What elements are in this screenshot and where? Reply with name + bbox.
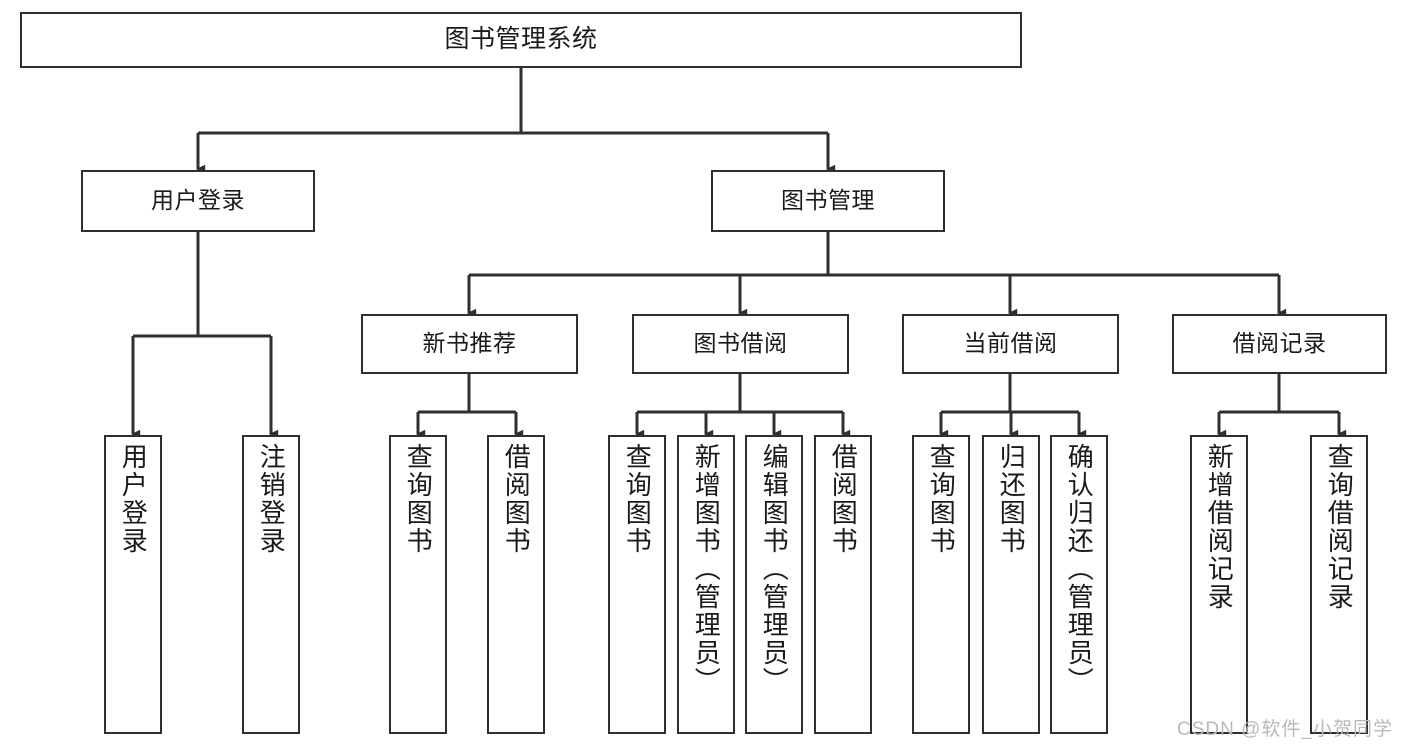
node-new-book-recommend[interactable]: 新书推荐 [361,314,578,374]
leaf-edit-book-admin[interactable]: 编辑图书（管理员） [745,435,803,734]
edge-current-to-leaves [938,374,1087,439]
node-book-management-system[interactable]: 图书管理系统 [20,12,1022,68]
watermark-text: CSDN @软件_小贺同学 [1177,719,1393,740]
leaf-query-borrow-record[interactable]: 查询借阅记录 [1310,435,1368,734]
leaf-confirm-return-admin-label: 确认归还（管理员） [1064,443,1095,695]
node-borrow-record-label: 借阅记录 [1232,330,1327,357]
leaf-add-book-admin[interactable]: 新增图书（管理员） [677,435,735,734]
node-current-borrow[interactable]: 当前借阅 [902,314,1119,374]
leaf-query-book-borrow[interactable]: 查询图书 [608,435,666,734]
node-book-management-system-label: 图书管理系统 [444,25,598,54]
edge-root-to-level2 [195,68,836,174]
leaf-borrow-book[interactable]: 借阅图书 [814,435,872,734]
leaf-add-borrow-record-label: 新增借阅记录 [1204,443,1235,611]
leaf-add-borrow-record[interactable]: 新增借阅记录 [1190,435,1248,734]
leaf-logout[interactable]: 注销登录 [242,435,300,734]
edge-record-to-leaves [1216,374,1347,439]
leaf-confirm-return-admin[interactable]: 确认归还（管理员） [1050,435,1108,734]
leaf-return-book-label: 归还图书 [996,443,1027,555]
node-user-login-label: 用户登录 [151,187,245,214]
node-book-management[interactable]: 图书管理 [711,170,945,232]
leaf-user-login-label: 用户登录 [118,443,149,555]
node-current-borrow-label: 当前借阅 [963,330,1058,357]
edge-user-login-to-leaves [130,232,279,439]
edge-book-mgmt-to-level3 [466,232,1287,318]
node-book-management-label: 图书管理 [781,187,875,214]
leaf-query-book-recommend-label: 查询图书 [403,443,434,555]
leaf-edit-book-admin-label: 编辑图书（管理员） [759,443,790,695]
leaf-user-login[interactable]: 用户登录 [104,435,162,734]
leaf-query-book-current-label: 查询图书 [926,443,957,555]
node-book-borrow[interactable]: 图书借阅 [632,314,849,374]
leaf-query-book-current[interactable]: 查询图书 [912,435,970,734]
node-new-book-recommend-label: 新书推荐 [422,330,517,357]
leaf-query-book-recommend[interactable]: 查询图书 [389,435,447,734]
leaf-borrow-book-label: 借阅图书 [828,443,859,555]
leaf-query-book-borrow-label: 查询图书 [622,443,653,555]
edge-borrow-to-leaves [634,374,851,439]
leaf-borrow-book-recommend-label: 借阅图书 [501,443,532,555]
node-user-login[interactable]: 用户登录 [81,170,315,232]
edge-layer [130,68,1347,439]
leaf-return-book[interactable]: 归还图书 [982,435,1040,734]
node-borrow-record[interactable]: 借阅记录 [1172,314,1387,374]
leaf-borrow-book-recommend[interactable]: 借阅图书 [487,435,545,734]
leaf-query-borrow-record-label: 查询借阅记录 [1324,443,1355,611]
leaf-add-book-admin-label: 新增图书（管理员） [691,443,722,695]
node-book-borrow-label: 图书借阅 [693,330,788,357]
edge-recommend-to-leaves [415,374,524,439]
leaf-logout-label: 注销登录 [256,443,287,555]
